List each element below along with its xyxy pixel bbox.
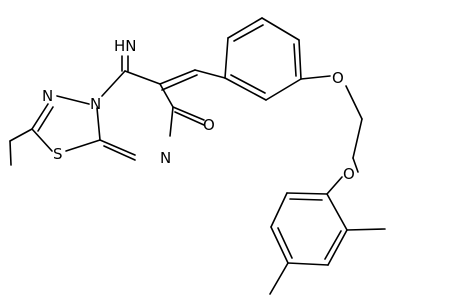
- bond: [327, 229, 348, 266]
- n-ring-label: N: [160, 149, 171, 167]
- n-thiadiazole-label: N: [42, 87, 53, 105]
- bond: [161, 74, 198, 91]
- imine-label: HN: [114, 37, 137, 55]
- bond: [326, 193, 348, 231]
- bond: [326, 176, 343, 195]
- bond: [172, 106, 205, 121]
- bond: [265, 78, 302, 101]
- bond: [293, 43, 297, 77]
- bond: [286, 192, 328, 195]
- ether-oxygen-2-label: O: [343, 165, 355, 183]
- bond: [56, 95, 90, 105]
- bond: [289, 198, 323, 201]
- bond: [194, 69, 226, 79]
- bond: [65, 139, 101, 152]
- bond: [227, 17, 263, 39]
- bond: [346, 228, 386, 231]
- bond: [224, 77, 267, 101]
- bond: [37, 106, 54, 132]
- bond: [31, 128, 53, 152]
- bond: [277, 227, 293, 259]
- bond: [270, 192, 288, 228]
- bond: [124, 70, 161, 85]
- bond: [298, 39, 302, 80]
- bond: [269, 262, 289, 295]
- bond: [169, 106, 174, 137]
- bond: [99, 139, 136, 156]
- bond: [345, 85, 363, 120]
- bond: [352, 118, 363, 159]
- bond: [300, 75, 331, 80]
- bond: [159, 69, 196, 85]
- n-bridge-label: N: [90, 95, 101, 113]
- bond: [103, 145, 136, 161]
- carbonyl-oxygen-label: O: [203, 116, 215, 134]
- bond: [159, 83, 174, 108]
- bond: [96, 107, 101, 141]
- bond: [324, 230, 342, 260]
- atom-label-layer: HN N N S N O O O: [42, 37, 355, 183]
- bond: [101, 70, 126, 97]
- bond: [224, 37, 229, 79]
- bond-layer: [9, 17, 386, 295]
- ether-oxygen-1-label: O: [332, 69, 344, 87]
- bond: [9, 128, 33, 142]
- bond: [230, 74, 266, 94]
- bond: [261, 17, 300, 41]
- bond: [174, 111, 205, 126]
- bond: [31, 103, 49, 130]
- bond: [352, 157, 359, 173]
- sulfur-label: S: [53, 145, 63, 163]
- bond: [233, 24, 264, 42]
- bond: [9, 140, 12, 166]
- bond: [270, 226, 289, 264]
- bond: [287, 262, 329, 266]
